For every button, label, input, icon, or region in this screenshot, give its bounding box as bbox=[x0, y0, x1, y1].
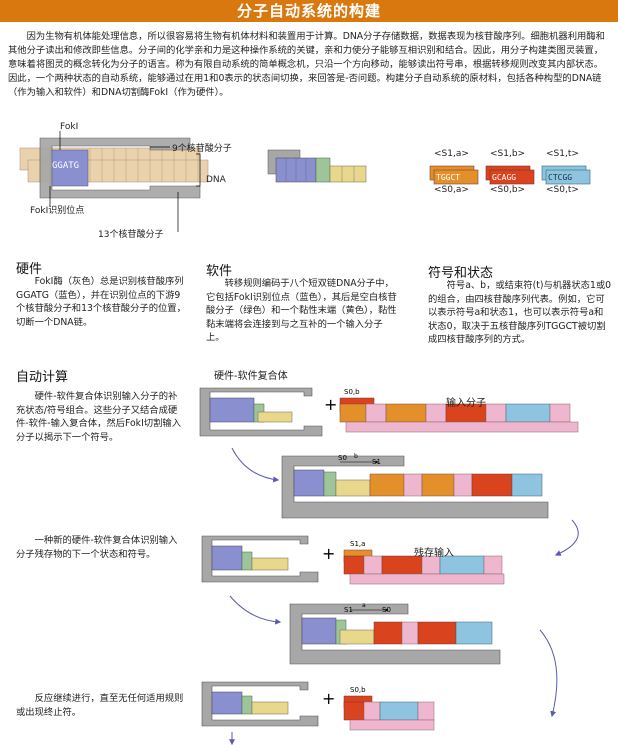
symbol-a-top: <S1,a> bbox=[434, 149, 469, 159]
symbol-block-b: GCAGG bbox=[485, 165, 535, 185]
svg-text:S1,a: S1,a bbox=[350, 540, 365, 548]
plus-sign: + bbox=[324, 395, 337, 414]
hardware-title: 硬件 bbox=[16, 262, 43, 277]
software-title: 软件 bbox=[206, 264, 233, 279]
symbol-t-top: <S1,t> bbox=[546, 149, 579, 159]
svg-text:S0,b: S0,b bbox=[344, 388, 360, 396]
svg-text:+: + bbox=[322, 544, 335, 563]
software-molecule bbox=[267, 149, 367, 183]
symbol-block-t: CTCGG bbox=[541, 165, 591, 185]
symbol-block-a: TGGCT bbox=[429, 165, 479, 185]
input-label: 输入分子 bbox=[446, 398, 486, 409]
computation-text-2: 一种新的硬件-软件复合体识别输入分子残存物的下一个状态和符号。 bbox=[16, 535, 178, 560]
dna-fokI-diagram: GGATG bbox=[19, 131, 209, 232]
svg-text:S0: S0 bbox=[382, 606, 391, 614]
complex-row-4: S1 a S0 bbox=[289, 602, 501, 665]
complex-label: 硬件-软件复合体 bbox=[214, 371, 288, 382]
svg-text:S1: S1 bbox=[372, 458, 381, 466]
thirteen-nt-label: 13个核苷酸分子 bbox=[98, 230, 164, 240]
svg-text:a: a bbox=[362, 602, 366, 609]
svg-text:GCAGG: GCAGG bbox=[492, 173, 516, 182]
symbol-a-bottom: <S0,a> bbox=[434, 185, 469, 195]
hardware-text: FokI酶（灰色）总是识别核苷酸序列GGATG（蓝色），并在识别位点的下游9个核… bbox=[16, 276, 186, 328]
svg-text:S0,b: S0,b bbox=[350, 686, 366, 694]
complex-row-1: + S0,b bbox=[199, 387, 579, 437]
complex-row-5: + S0,b bbox=[201, 681, 435, 731]
svg-text:S0: S0 bbox=[338, 454, 347, 462]
computation-title: 自动计算 bbox=[16, 370, 69, 385]
remnant-label: 残存输入 bbox=[414, 548, 454, 559]
fokI-site-label: FokI识别位点 bbox=[30, 206, 85, 216]
svg-text:TGGCT: TGGCT bbox=[436, 173, 460, 182]
svg-text:b: b bbox=[354, 453, 358, 460]
symbols-text: 符号a、b，或结束符(t)与机器状态1或0的组合，由四核苷酸序列代表。例如，它可… bbox=[428, 280, 612, 345]
software-text: 转移规则编码于八个短双链DNA分子中，它包括FokI识别位点（蓝色），其后是空白… bbox=[206, 278, 397, 343]
symbol-b-top: <S1,b> bbox=[490, 149, 526, 159]
fokI-label: FokI bbox=[60, 122, 79, 132]
svg-text:+: + bbox=[322, 689, 335, 708]
complex-row-2: S0 b S1 bbox=[281, 453, 549, 519]
computation-text-1: 硬件-软件复合体识别输入分子的补充状态/符号组合。这些分子又结合成硬件-软件-输… bbox=[16, 391, 181, 443]
page-title: 分子自动系统的构建 bbox=[0, 0, 618, 22]
svg-text:S1: S1 bbox=[344, 606, 353, 614]
symbol-t-bottom: <S0,t> bbox=[546, 185, 579, 195]
dna-label: DNA bbox=[206, 175, 226, 185]
fokI-enzyme bbox=[39, 137, 201, 199]
symbol-b-bottom: <S0,b> bbox=[490, 185, 526, 195]
intro-paragraph: 因为生物有机体能处理信息，所以很容易将生物有机体材料和装置用于计算。DNA分子存… bbox=[8, 31, 605, 98]
computation-text-3: 反应继续进行，直至无任何适用规则或出现终止符。 bbox=[16, 693, 184, 718]
complex-row-3: + S1,a bbox=[201, 535, 505, 585]
recognition-site-seq: GGATG bbox=[52, 161, 79, 171]
nine-nt-label: 9个核苷酸分子 bbox=[172, 144, 232, 154]
svg-text:CTCGG: CTCGG bbox=[548, 173, 572, 182]
symbols-title: 符号和状态 bbox=[428, 266, 494, 281]
